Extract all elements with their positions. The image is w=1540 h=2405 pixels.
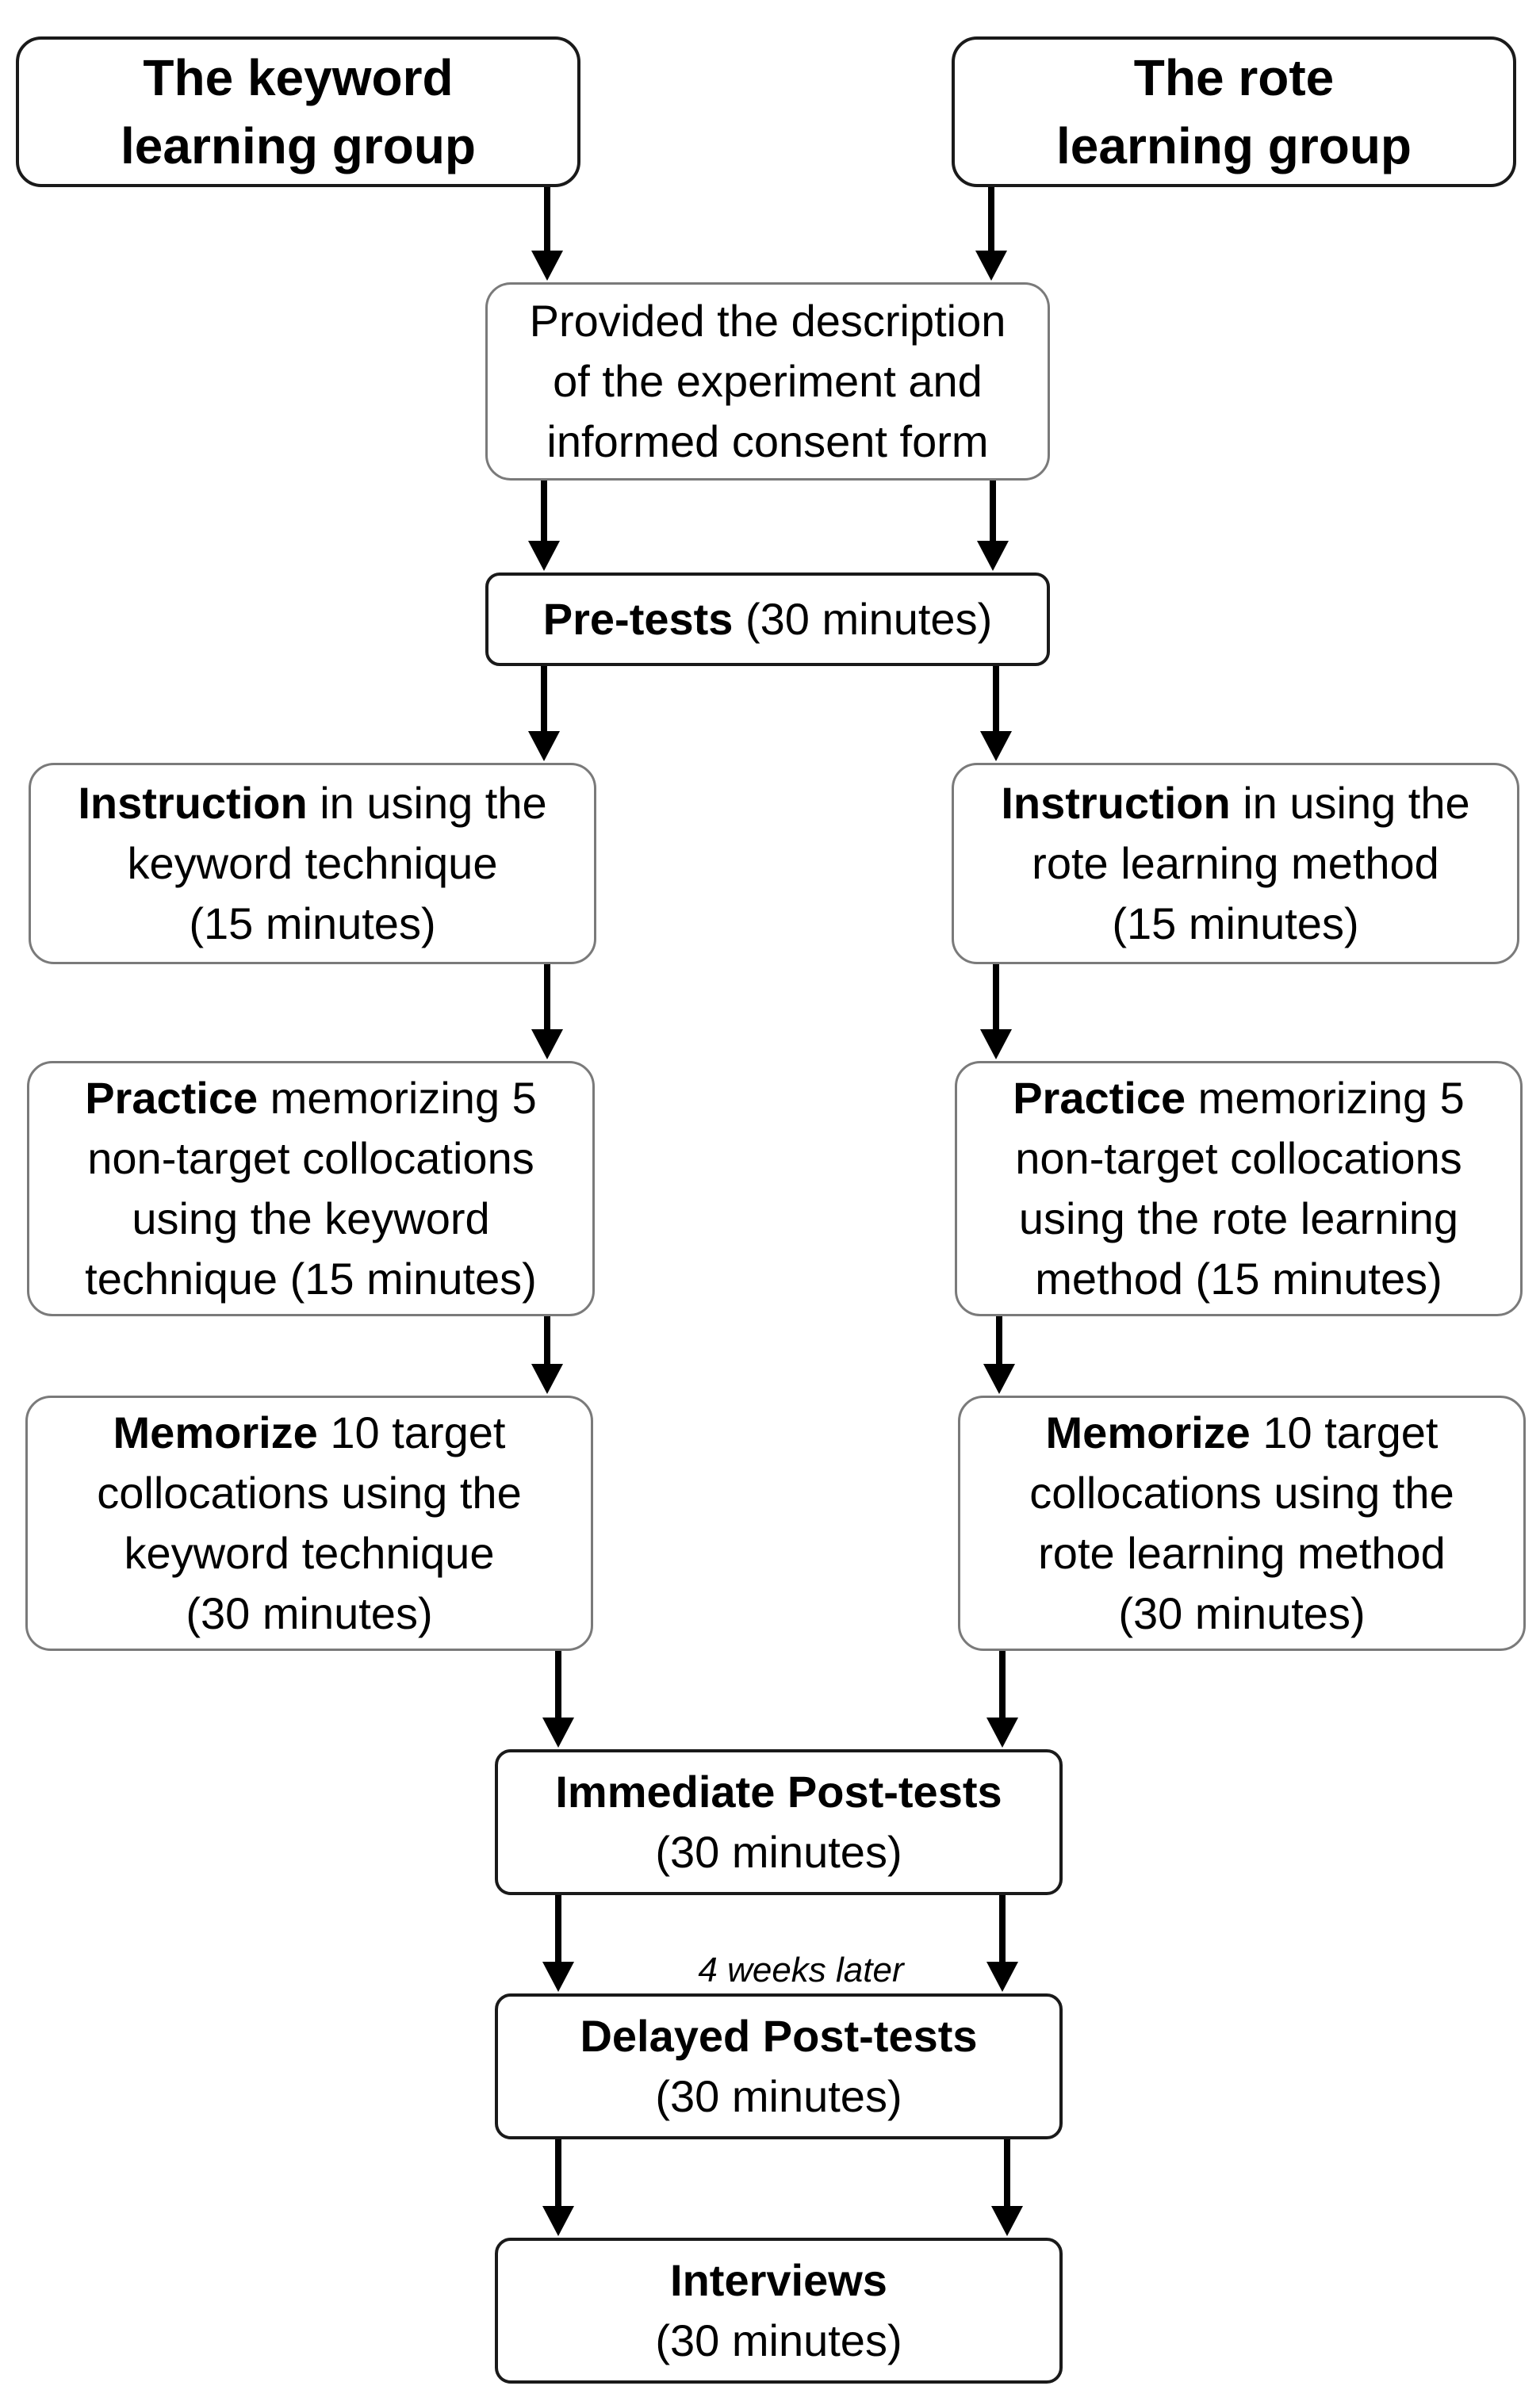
description-line2: of the experiment and	[553, 356, 983, 406]
practice-keyword-box: Practice memorizing 5 non-target colloca…	[27, 1061, 595, 1316]
instruction-keyword-title: Instruction	[78, 778, 308, 828]
immediate-posttests-duration: (30 minutes)	[655, 1827, 902, 1877]
arrow-description-to-pretests-left	[528, 481, 560, 571]
description-line3: informed consent form	[546, 416, 989, 466]
arrow-practice-to-memorize-keyword	[531, 1316, 563, 1394]
gap-label: 4 weeks later	[698, 1951, 904, 1989]
rote-group-header-line2: learning group	[1056, 117, 1412, 174]
arrow-immediate-to-delayed-right	[986, 1895, 1018, 1992]
memorize-keyword-line3: keyword technique	[124, 1528, 495, 1578]
arrow-keyword-header-to-description	[531, 187, 563, 281]
rote-group-header: The rote learning group	[952, 36, 1516, 187]
interviews-title: Interviews	[670, 2255, 887, 2305]
memorize-rote-line1: 10 target	[1250, 1407, 1438, 1457]
practice-keyword-title: Practice	[85, 1073, 259, 1123]
instruction-keyword-line3: (15 minutes)	[189, 898, 436, 948]
arrow-instruction-to-practice-keyword	[531, 964, 563, 1059]
memorize-keyword-box: Memorize 10 target collocations using th…	[25, 1396, 593, 1651]
arrow-memorize-rote-to-immediate	[986, 1651, 1018, 1748]
immediate-posttests-title: Immediate Post-tests	[555, 1767, 1002, 1817]
practice-rote-line1: memorizing 5	[1186, 1073, 1465, 1123]
instruction-rote-title: Instruction	[1001, 778, 1231, 828]
pretests-duration: (30 minutes)	[733, 594, 993, 644]
practice-rote-line3: using the rote learning	[1018, 1193, 1459, 1243]
arrow-delayed-to-interviews-right	[991, 2139, 1023, 2236]
instruction-rote-line1: in using the	[1230, 778, 1470, 828]
delayed-posttests-duration: (30 minutes)	[655, 2071, 902, 2121]
practice-rote-line4: method (15 minutes)	[1035, 1254, 1442, 1304]
memorize-rote-title: Memorize	[1045, 1407, 1251, 1457]
arrow-practice-to-memorize-rote	[983, 1316, 1015, 1394]
arrow-rote-header-to-description	[975, 187, 1007, 281]
arrow-pretests-to-instruction-rote	[980, 666, 1012, 761]
instruction-rote-line3: (15 minutes)	[1112, 898, 1359, 948]
memorize-rote-line4: (30 minutes)	[1118, 1588, 1366, 1638]
arrow-delayed-to-interviews-left	[542, 2139, 574, 2236]
practice-keyword-line3: using the keyword	[132, 1193, 490, 1243]
interviews-duration: (30 minutes)	[655, 2315, 902, 2365]
instruction-rote-box: Instruction in using the rote learning m…	[952, 763, 1519, 964]
practice-keyword-line2: non-target collocations	[87, 1133, 534, 1183]
instruction-keyword-line1: in using the	[307, 778, 547, 828]
instruction-rote-line2: rote learning method	[1032, 838, 1439, 888]
memorize-keyword-title: Memorize	[113, 1407, 318, 1457]
memorize-keyword-line2: collocations using the	[97, 1468, 522, 1518]
arrow-memorize-keyword-to-immediate	[542, 1651, 574, 1748]
instruction-keyword-line2: keyword technique	[127, 838, 498, 888]
memorize-keyword-line1: 10 target	[317, 1407, 506, 1457]
pretests-box: Pre-tests (30 minutes)	[485, 573, 1050, 666]
arrow-instruction-to-practice-rote	[980, 964, 1012, 1059]
keyword-group-header-line1: The keyword	[143, 49, 454, 106]
rote-group-header-line1: The rote	[1133, 49, 1335, 106]
memorize-rote-box: Memorize 10 target collocations using th…	[958, 1396, 1526, 1651]
keyword-group-header: The keyword learning group	[16, 36, 580, 187]
arrow-immediate-to-delayed-left	[542, 1895, 574, 1992]
description-box: Provided the description of the experime…	[485, 282, 1050, 481]
practice-rote-title: Practice	[1013, 1073, 1186, 1123]
practice-rote-box: Practice memorizing 5 non-target colloca…	[955, 1061, 1523, 1316]
delayed-posttests-title: Delayed Post-tests	[580, 2011, 978, 2061]
description-line1: Provided the description	[529, 296, 1006, 346]
practice-rote-line2: non-target collocations	[1015, 1133, 1462, 1183]
immediate-posttests-box: Immediate Post-tests (30 minutes)	[495, 1749, 1063, 1895]
memorize-keyword-line4: (30 minutes)	[186, 1588, 433, 1638]
delayed-posttests-box: Delayed Post-tests (30 minutes)	[495, 1993, 1063, 2139]
keyword-group-header-line2: learning group	[121, 117, 476, 174]
memorize-rote-line3: rote learning method	[1038, 1528, 1446, 1578]
arrow-description-to-pretests-right	[977, 481, 1009, 571]
pretests-title: Pre-tests	[542, 594, 734, 644]
interviews-box: Interviews (30 minutes)	[495, 2238, 1063, 2384]
practice-keyword-line4: technique (15 minutes)	[85, 1254, 537, 1304]
memorize-rote-line2: collocations using the	[1029, 1468, 1454, 1518]
practice-keyword-line1: memorizing 5	[258, 1073, 537, 1123]
arrow-pretests-to-instruction-keyword	[528, 666, 560, 761]
instruction-keyword-box: Instruction in using the keyword techniq…	[29, 763, 596, 964]
